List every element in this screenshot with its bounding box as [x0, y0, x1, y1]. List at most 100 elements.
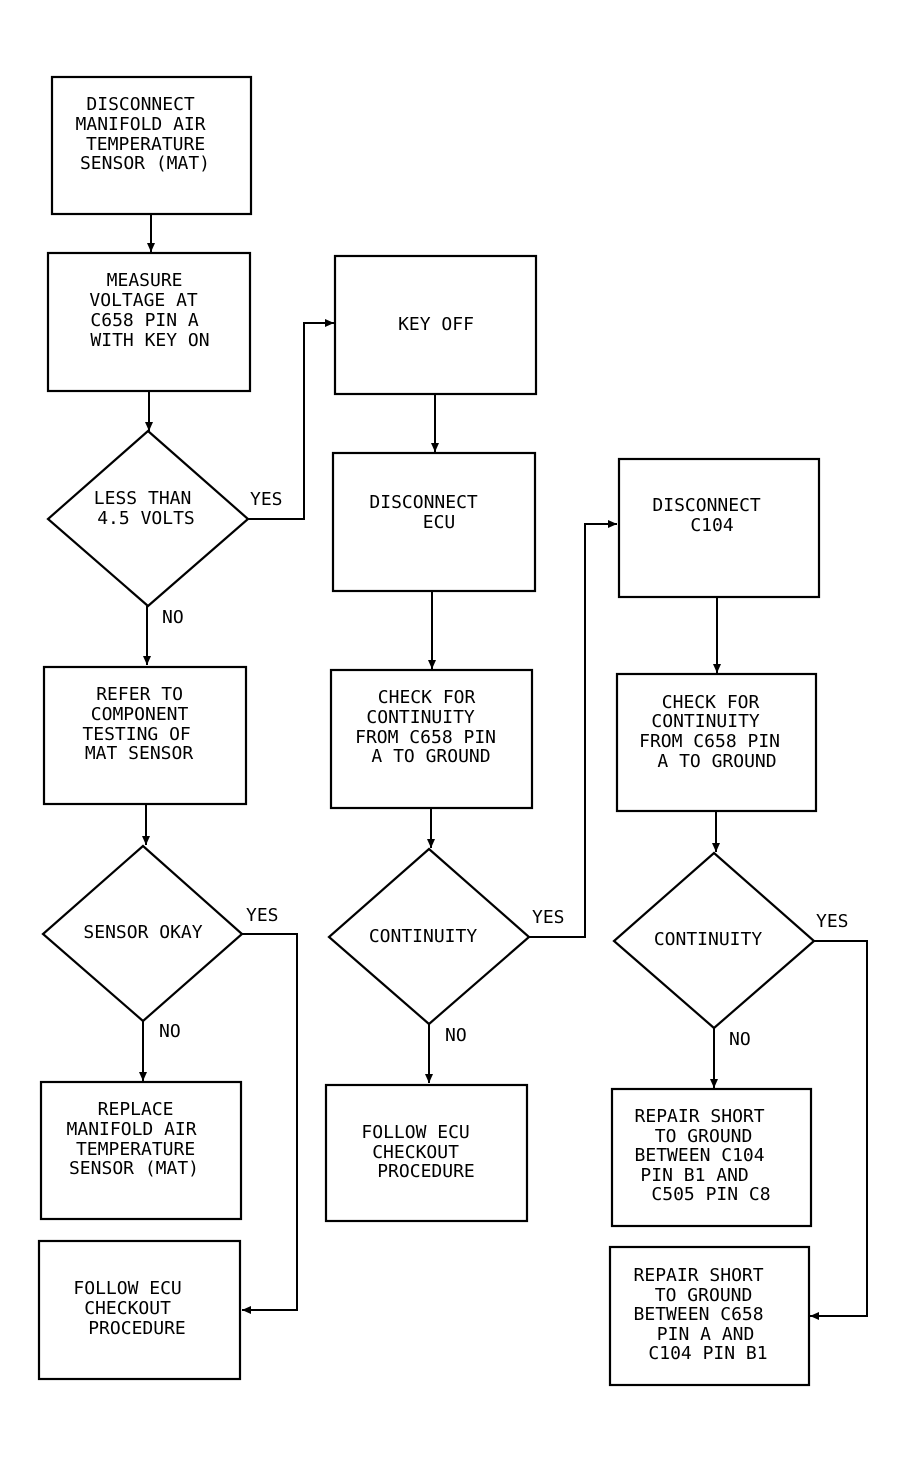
line: TESTING OF: [82, 724, 190, 745]
box-repair-short-1: [610, 1087, 813, 1228]
box-check-continuity-2: [615, 672, 818, 813]
text-follow-ecu-2: FOLLOW ECU CHECKOUT PROCEDURE: [361, 1122, 480, 1182]
line: C104: [690, 515, 733, 536]
line: A TO GROUND: [371, 746, 490, 767]
line: TEMPERATURE: [86, 134, 205, 155]
line: FROM C658 PIN: [355, 727, 496, 748]
line: C104 PIN B1: [648, 1343, 767, 1364]
line: DISCONNECT: [86, 94, 195, 115]
branch-labels: YES NO YES NO YES NO YES NO: [159, 489, 849, 1050]
arrow-continuity-1-yes-to-disconnect-c104: [529, 520, 617, 938]
line: SENSOR (MAT): [80, 153, 210, 174]
box-disconnect-mat: [50, 75, 253, 216]
label-no-continuity-1: NO: [445, 1025, 467, 1046]
line: TO GROUND: [655, 1126, 753, 1147]
text-check-continuity-2: CHECK FOR CONTINUITY FROM C658 PIN A TO …: [639, 692, 791, 772]
line: BETWEEN C658: [634, 1304, 764, 1325]
text-measure-voltage: MEASURE VOLTAGE AT C658 PIN A WITH KEY O…: [89, 270, 209, 351]
line: C658 PIN A: [90, 310, 199, 331]
text-less-than-voltage: LESS THAN 4.5 VOLTS: [94, 488, 202, 529]
line: KEY OFF: [398, 314, 474, 335]
line: TO GROUND: [655, 1285, 753, 1306]
line: CONTINUITY: [366, 707, 475, 728]
label-no-continuity-2: NO: [729, 1029, 751, 1050]
text-refer-component: REFER TO COMPONENT TESTING OF MAT SENSOR: [82, 684, 201, 764]
line: 4.5 VOLTS: [97, 508, 195, 529]
line: DISCONNECT: [652, 495, 761, 516]
line: CHECK FOR: [378, 687, 476, 708]
line: PROCEDURE: [377, 1161, 475, 1182]
line: MEASURE: [107, 270, 183, 291]
line: TEMPERATURE: [76, 1139, 195, 1160]
text-continuity-2: CONTINUITY: [654, 929, 763, 950]
line: ECU: [423, 512, 456, 533]
line: FROM C658 PIN: [639, 731, 780, 752]
line: MANIFOLD AIR: [67, 1119, 197, 1140]
text-sensor-okay: SENSOR OKAY: [83, 922, 202, 943]
line: MAT SENSOR: [85, 743, 194, 764]
line: COMPONENT: [91, 704, 189, 725]
line: CONTINUITY: [369, 926, 478, 947]
label-yes-continuity-2: YES: [816, 911, 849, 932]
line: WITH KEY ON: [90, 330, 209, 351]
box-disconnect-c104: [617, 457, 821, 599]
line: FOLLOW ECU: [361, 1122, 469, 1143]
label-yes-sensor: YES: [246, 905, 279, 926]
box-refer-component: [42, 665, 248, 806]
box-check-continuity-1: [329, 668, 534, 810]
box-replace-mat: [39, 1080, 243, 1221]
line: LESS THAN: [94, 488, 192, 509]
arrow-continuity-2-yes-to-repair-2: [810, 940, 868, 1320]
text-check-continuity-1: CHECK FOR CONTINUITY FROM C658 PIN A TO …: [355, 687, 507, 767]
line: FOLLOW ECU: [73, 1278, 181, 1299]
text-continuity-1: CONTINUITY: [369, 926, 478, 947]
box-key-off: [333, 254, 538, 396]
text-repair-short-1: REPAIR SHORT TO GROUND BETWEEN C104 PIN …: [635, 1106, 776, 1205]
label-yes-voltage: YES: [250, 489, 283, 510]
line: CONTINUITY: [651, 711, 760, 732]
decision-continuity-2: [612, 851, 816, 1030]
line: REFER TO: [96, 684, 183, 705]
box-texts: DISCONNECT MANIFOLD AIR TEMPERATURE SENS…: [67, 94, 791, 1364]
line: PIN A AND: [657, 1324, 755, 1345]
box-repair-short-2: [608, 1245, 811, 1387]
line: PROCEDURE: [88, 1318, 186, 1339]
box-measure-voltage: [46, 251, 252, 393]
text-repair-short-2: REPAIR SHORT TO GROUND BETWEEN C658 PIN …: [634, 1265, 775, 1364]
box-follow-ecu-2: [324, 1083, 529, 1223]
text-disconnect-ecu: DISCONNECT ECU: [369, 492, 488, 533]
text-disconnect-c104: DISCONNECT C104: [652, 495, 771, 536]
line: CHECKOUT: [372, 1142, 459, 1163]
decision-texts: LESS THAN 4.5 VOLTS SENSOR OKAY CONTINUI…: [83, 488, 762, 950]
line: VOLTAGE AT: [89, 290, 198, 311]
line: SENSOR (MAT): [69, 1158, 199, 1179]
decision-sensor-okay: [41, 844, 244, 1023]
text-follow-ecu-1: FOLLOW ECU CHECKOUT PROCEDURE: [73, 1278, 192, 1339]
line: CHECK FOR: [662, 692, 760, 713]
line: A TO GROUND: [657, 751, 776, 772]
decision-less-than-voltage: [46, 429, 250, 608]
arrow-sensor-yes-to-follow-ecu: [242, 933, 298, 1314]
line: REPLACE: [98, 1099, 174, 1120]
line: BETWEEN C104: [635, 1145, 765, 1166]
arrow-voltage-yes-to-key-off: [248, 319, 334, 520]
text-replace-mat: REPLACE MANIFOLD AIR TEMPERATURE SENSOR …: [67, 1099, 208, 1179]
box-follow-ecu-1: [37, 1239, 242, 1381]
line: PIN B1 AND: [640, 1165, 748, 1186]
line: REPAIR SHORT: [635, 1106, 765, 1127]
decision-continuity-1: [327, 847, 531, 1026]
process-boxes: [37, 75, 821, 1387]
line: CONTINUITY: [654, 929, 763, 950]
line: MANIFOLD AIR: [76, 114, 206, 135]
connectors: [139, 214, 868, 1320]
label-no-sensor: NO: [159, 1021, 181, 1042]
line: SENSOR OKAY: [83, 922, 202, 943]
line: DISCONNECT: [369, 492, 478, 513]
line: REPAIR SHORT: [634, 1265, 764, 1286]
label-yes-continuity-1: YES: [532, 907, 565, 928]
text-key-off: KEY OFF: [398, 314, 474, 335]
decision-diamonds: [41, 429, 816, 1030]
line: CHECKOUT: [84, 1298, 171, 1319]
line: C505 PIN C8: [651, 1184, 770, 1205]
